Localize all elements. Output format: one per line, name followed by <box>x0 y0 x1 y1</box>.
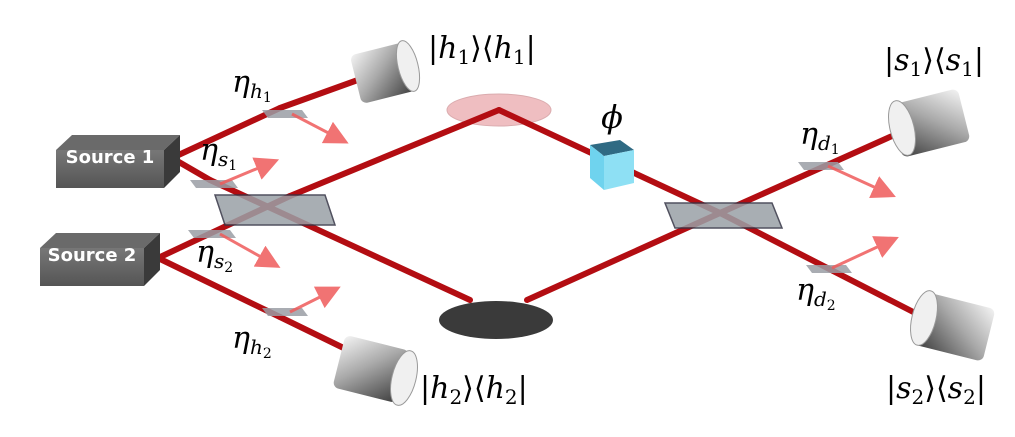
label-proj-h2: |h2⟩⟨h2| <box>420 371 528 409</box>
detector-h1 <box>351 40 421 103</box>
label-eta-h2: ηh2 <box>232 321 272 362</box>
loss-plate-h1 <box>262 110 308 118</box>
label-proj-s1: |s1⟩⟨s1| <box>884 43 984 81</box>
source-1-label: Source 1 <box>66 147 155 168</box>
detector-s1 <box>888 89 970 157</box>
output-beamsplitter <box>663 202 784 229</box>
beam-splitters <box>188 110 852 316</box>
label-eta-s1: ηs1 <box>200 133 237 174</box>
label-eta-s2: ηs2 <box>196 235 233 276</box>
loss-plate-s1 <box>190 180 238 188</box>
central-beamsplitter <box>213 194 337 226</box>
label-eta-d2: ηd2 <box>796 273 836 314</box>
loss-arrows <box>219 112 899 314</box>
label-phi: ϕ <box>601 98 623 136</box>
label-eta-d1: ηd1 <box>800 117 840 158</box>
source-1-box: Source 1 <box>56 135 180 188</box>
detector-s2 <box>910 290 995 361</box>
source-2-box: Source 2 <box>40 233 160 286</box>
bottom-mirror <box>439 301 553 339</box>
phase-shifter-cube <box>590 140 634 190</box>
loss-plate-h2 <box>262 308 308 316</box>
loss-plate-d2 <box>806 265 852 273</box>
label-proj-h1: |h1⟩⟨h1| <box>428 31 536 69</box>
label-eta-h1: ηh1 <box>232 65 272 106</box>
label-proj-s2: |s2⟩⟨s2| <box>886 371 986 409</box>
source-2-label: Source 2 <box>48 245 137 266</box>
detector-h2 <box>333 336 418 406</box>
